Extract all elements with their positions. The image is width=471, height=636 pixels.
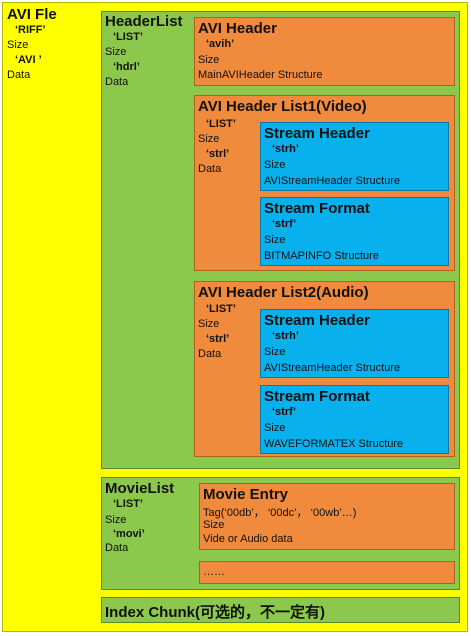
header-list-size: Size bbox=[105, 46, 127, 58]
video-stream-header-fourcc: ‘strh’ bbox=[272, 143, 299, 155]
movie-list-size: Size bbox=[105, 514, 127, 526]
video-stream-header-size: Size bbox=[264, 159, 286, 171]
movie-entry-data: Vide or Audio data bbox=[203, 533, 293, 545]
avi-header-block: AVI Header ‘avih’ Size MainAVIHeader Str… bbox=[194, 17, 455, 86]
audio-list-fourcc: ‘LIST’ bbox=[206, 303, 236, 315]
movie-entry-size: Size bbox=[203, 519, 225, 531]
audio-stream-header-title: Stream Header bbox=[264, 312, 370, 329]
audio-list-size: Size bbox=[198, 318, 220, 330]
movie-entry-ellipsis: …… bbox=[203, 566, 225, 578]
video-stream-format-struct: BITMAPINFO Structure bbox=[264, 250, 379, 262]
audio-stream-header-fourcc: ‘strh’ bbox=[272, 330, 299, 342]
avi-file-data: Data bbox=[7, 69, 31, 81]
index-chunk-block: Index Chunk(可选的，不一定有) bbox=[101, 597, 460, 623]
audio-stream-header-size: Size bbox=[264, 346, 286, 358]
movie-list-fourcc: ‘LIST’ bbox=[113, 498, 143, 510]
audio-list-form: ‘strl’ bbox=[206, 333, 230, 345]
audio-list-data: Data bbox=[198, 348, 222, 360]
header-list-fourcc: ‘LIST’ bbox=[113, 31, 143, 43]
video-list-data: Data bbox=[198, 163, 222, 175]
video-list-title: AVI Header List1(Video) bbox=[198, 98, 367, 115]
avi-file-fourcc: ‘RIFF’ bbox=[15, 24, 46, 36]
video-stream-format-fourcc: ‘strf’ bbox=[272, 218, 297, 230]
video-stream-header-block: Stream Header ‘strh’ Size AVIStreamHeade… bbox=[260, 122, 449, 191]
avi-file-title: AVI Fle bbox=[7, 6, 57, 23]
audio-stream-header-block: Stream Header ‘strh’ Size AVIStreamHeade… bbox=[260, 309, 449, 378]
avi-header-struct: MainAVIHeader Structure bbox=[198, 69, 323, 81]
audio-list-title: AVI Header List2(Audio) bbox=[198, 284, 369, 301]
movie-list-form: ‘movi’ bbox=[113, 528, 145, 540]
movie-list-data: Data bbox=[105, 542, 129, 554]
audio-stream-format-size: Size bbox=[264, 422, 286, 434]
video-stream-format-block: Stream Format ‘strf’ Size BITMAPINFO Str… bbox=[260, 197, 449, 266]
audio-stream-format-title: Stream Format bbox=[264, 388, 370, 405]
avi-header-title: AVI Header bbox=[198, 20, 277, 37]
audio-stream-format-fourcc: ‘strf’ bbox=[272, 406, 297, 418]
audio-stream-format-struct: WAVEFORMATEX Structure bbox=[264, 438, 404, 450]
video-stream-header-title: Stream Header bbox=[264, 125, 370, 142]
header-list-form: ‘hdrl’ bbox=[113, 61, 140, 73]
avi-file-size: Size bbox=[7, 39, 29, 51]
movie-entry-title: Movie Entry bbox=[203, 486, 289, 503]
avi-header-size: Size bbox=[198, 54, 220, 66]
movie-entry-ellipsis-block: …… bbox=[199, 561, 455, 584]
video-list-size: Size bbox=[198, 133, 220, 145]
video-stream-format-size: Size bbox=[264, 234, 286, 246]
movie-entry-tag: Tag(‘00db’， ‘00dc’， ‘00wb’…) bbox=[203, 507, 357, 519]
header-list-title: HeaderList bbox=[105, 13, 183, 30]
movie-list-title: MovieList bbox=[105, 480, 175, 497]
video-list-form: ‘strl’ bbox=[206, 148, 230, 160]
video-list-fourcc: ‘LIST’ bbox=[206, 118, 236, 130]
avi-file-form: ‘AVI ’ bbox=[15, 54, 42, 66]
audio-stream-header-struct: AVIStreamHeader Structure bbox=[264, 362, 401, 374]
video-stream-format-title: Stream Format bbox=[264, 200, 370, 217]
audio-stream-format-block: Stream Format ‘strf’ Size WAVEFORMATEX S… bbox=[260, 385, 449, 454]
movie-entry-block: Movie Entry Tag(‘00db’， ‘00dc’， ‘00wb’…)… bbox=[199, 483, 455, 550]
avi-header-fourcc: ‘avih’ bbox=[206, 38, 235, 50]
index-chunk-title: Index Chunk(可选的，不一定有) bbox=[105, 604, 325, 621]
header-list-data: Data bbox=[105, 76, 129, 88]
video-stream-header-struct: AVIStreamHeader Structure bbox=[264, 175, 401, 187]
